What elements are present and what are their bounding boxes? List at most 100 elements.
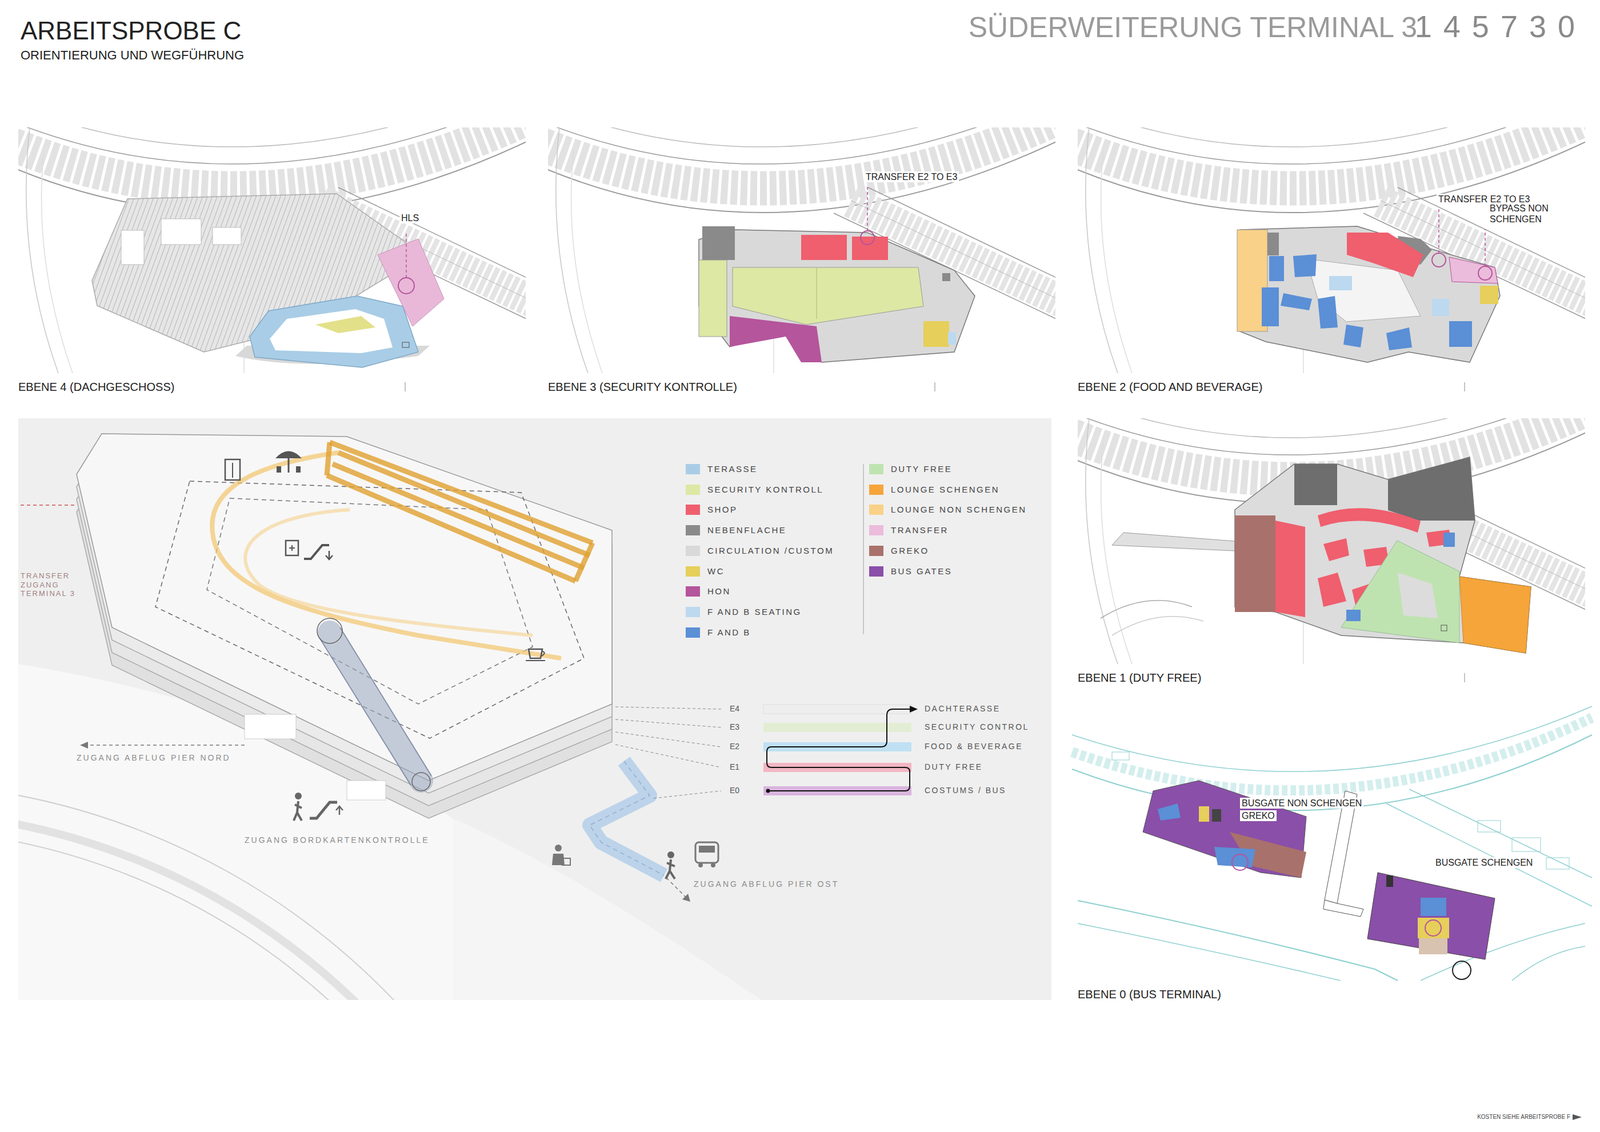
plan-level-0 [1198,806,1210,822]
plan-level-3 [934,382,936,392]
plan-level-1 [1275,520,1306,618]
plan-level-2 [1343,324,1364,348]
footer-arrow [1572,1114,1582,1120]
plan-annotation: GREKO [1240,810,1277,822]
coffee-icon [541,651,545,656]
level-caption: EBENE 1 (DUTY FREE) [1077,670,1202,685]
plan-level-4 [405,382,406,392]
legend-swatch [685,586,700,597]
walk-escalator-icon [309,802,338,819]
plan-level-1 [1072,366,1592,664]
axonometric-view [653,790,722,799]
footer-note: KOSTEN SIEHE ARBEITSPROBE F [1477,1113,1571,1121]
plan-level-3 [860,230,875,245]
board-title: ARBEITSPROBE C [20,16,242,47]
access-label: ZUGANG ABFLUG PIER NORD [76,753,231,763]
legend-text: CIRCULATION /CUSTOM [707,545,834,556]
plan-level-2 [1464,382,1466,392]
legend-text: WC [707,566,725,577]
bus-icon [698,845,715,853]
cafe-table-icon [288,458,290,473]
axonometric-view [329,632,422,781]
level-code: E3 [729,722,740,732]
plan-level-2 [1449,321,1472,347]
plan-annotation: BUSGATE SCHENGEN [1433,857,1535,868]
legend-text: LOUNGE SCHENGEN [890,484,1000,495]
legend-swatch [685,484,700,495]
legend-text: F AND B [707,627,751,638]
plan-level-3 [698,229,975,363]
legend-swatch [685,504,700,515]
legend-swatch [685,606,700,618]
plan-level-2 [1478,266,1492,280]
plan-level-1 [1459,576,1531,654]
legend-text: BUS GATES [890,566,952,577]
plan-level-3 [948,332,956,345]
plan-level-0 [1477,820,1501,832]
plan-level-0 [1546,857,1570,870]
bus-icon [695,842,719,868]
level-caption: EBENE 3 (SECURITY KONTROLLE) [548,380,738,394]
walk-escalator-icon [293,792,343,821]
plan-panel: EBENE 2 (FOOD AND BEVERAGE) [1077,127,1586,398]
plan-level-1 [1441,625,1447,631]
axonometric-view [346,780,386,800]
plan-panel: EBENE 0 (BUS TERMINAL) [1077,734,1586,1005]
plan-level-0 [1077,923,1341,981]
legend-text: HON [707,586,731,597]
axonometric-view [589,761,664,876]
axonometric-view [862,464,864,635]
plan-level-0 [1072,706,1592,772]
plan-level-1 [1317,508,1421,533]
plan-level-4 [269,309,393,354]
plan-level-1 [1464,673,1466,683]
security-icon [552,844,571,866]
axonometric-view [340,627,432,776]
plan-level-1 [1443,532,1455,547]
access-label: ZUGANG ABFLUG PIER OST [693,879,839,890]
axonometric-view [317,618,343,644]
axonometric-view [338,452,590,556]
plan-level-0 [1112,752,1130,760]
plan-level-0 [1232,854,1248,871]
axonometric-view [332,464,584,568]
walking-person-icon [665,851,675,879]
elevator-icon [225,459,240,480]
axonometric-view [666,877,686,898]
axonometric-view [18,782,589,1000]
plan-level-3 [729,316,822,363]
axonometric-view [615,732,722,747]
walking-person-icon [665,859,675,879]
plan-level-0 [1425,920,1442,936]
plan-panel: EBENE 4 (DACHGESCHOSS) [18,127,526,398]
level-code: E2 [729,741,740,752]
legend-swatch [685,525,700,536]
plan-level-0 [1214,846,1256,868]
plan-level-2 [1484,229,1486,267]
plan-level-3 [942,273,951,282]
plan-level-3 [816,267,818,319]
plan-level-4 [315,316,376,334]
axonometric-view [18,828,543,1000]
plan-level-0 [1386,875,1394,887]
legend-swatch [869,566,884,577]
plan-level-0 [1409,789,1592,878]
axonometric-view [0,418,1052,1132]
coffee-icon [525,660,546,662]
plan-level-1 [1317,572,1347,607]
plan-level-4 [161,218,202,245]
elevator-icon [225,459,240,480]
plan-annotation: HLS [399,212,421,224]
level-name: DACHTERASSE [924,704,1001,714]
plan-level-0 [1452,961,1471,980]
axonometric-view [326,475,576,582]
axonometric-view [319,637,411,786]
plan-annotation: BYPASS NON SCHENGEN [1488,202,1569,225]
plan-level-0 [1072,734,1592,811]
plan-level-1 [1100,600,1192,619]
plan-level-3 [801,234,847,260]
legend-swatch [685,627,700,638]
walk-escalator-icon [293,801,302,821]
plan-level-2 [1072,76,1592,392]
